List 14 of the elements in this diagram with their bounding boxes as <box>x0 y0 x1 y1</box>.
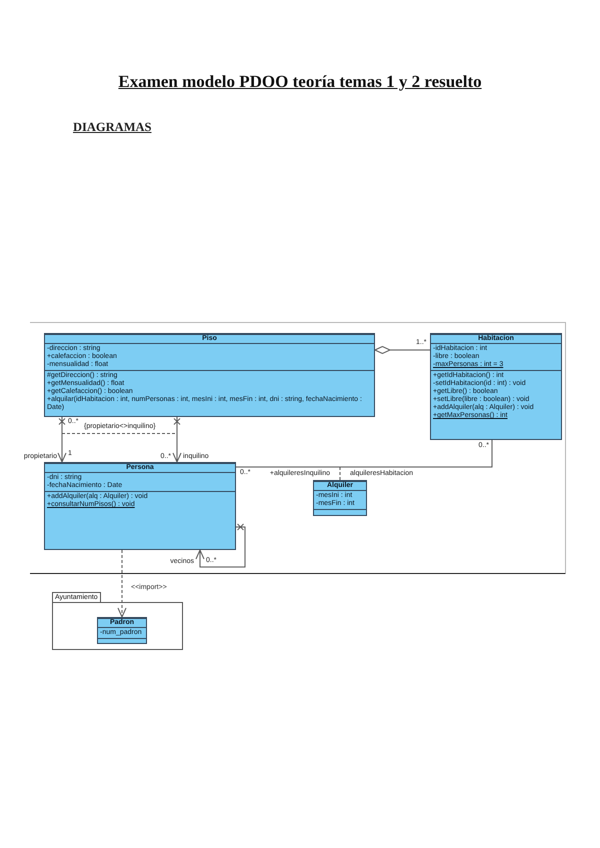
package-frame <box>52 592 183 650</box>
association-arrow <box>172 416 182 462</box>
aggregation-line <box>374 346 430 354</box>
association-arrow <box>58 416 66 462</box>
association-line <box>236 440 492 468</box>
page-title: Examen modelo PDOO teoría temas 1 y 2 resuelto <box>118 72 482 92</box>
class-box <box>44 462 236 550</box>
import-arrow <box>118 550 126 618</box>
self-association-arrow <box>196 526 246 568</box>
class-box <box>313 480 367 516</box>
class-box <box>97 617 147 644</box>
class-box <box>44 333 375 417</box>
section-heading: DIAGRAMAS <box>73 120 152 135</box>
class-box <box>430 333 562 440</box>
